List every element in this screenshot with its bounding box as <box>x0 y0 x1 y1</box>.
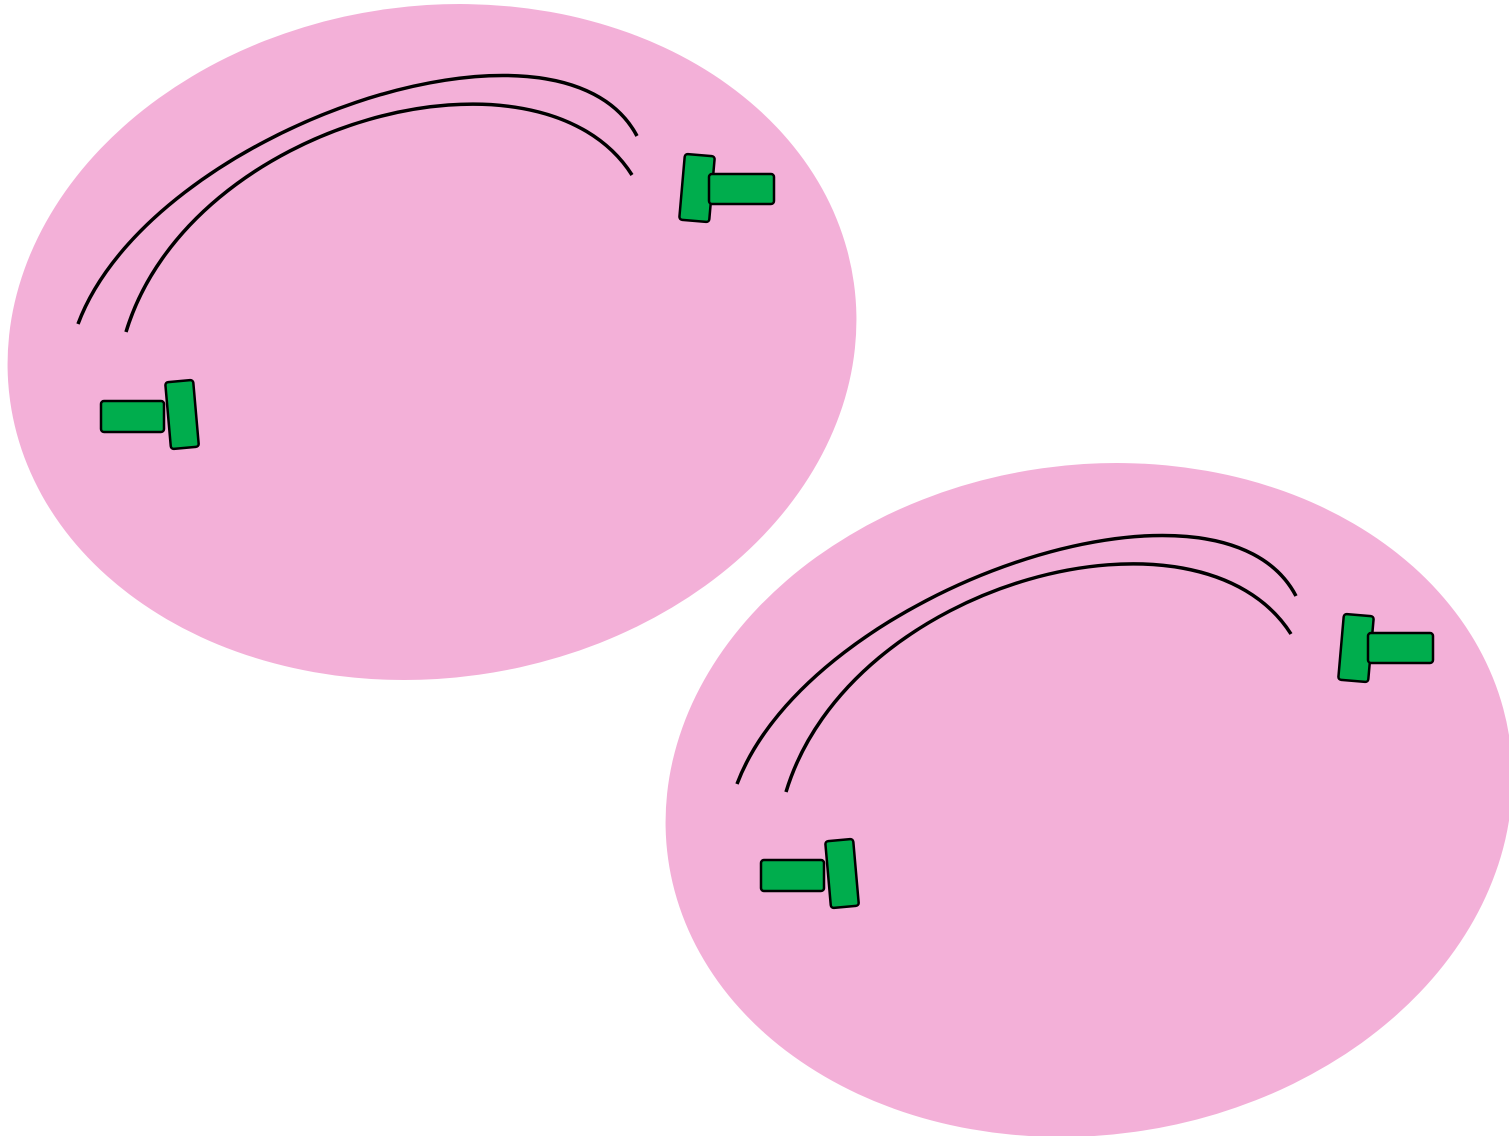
clip-horizontal-bar <box>101 401 164 432</box>
clip-vertical-bar <box>165 380 199 449</box>
clip-horizontal-bar <box>761 860 824 891</box>
clip-horizontal-bar <box>1368 633 1433 663</box>
clip-vertical-bar <box>825 839 859 908</box>
clip-horizontal-bar <box>709 174 774 204</box>
